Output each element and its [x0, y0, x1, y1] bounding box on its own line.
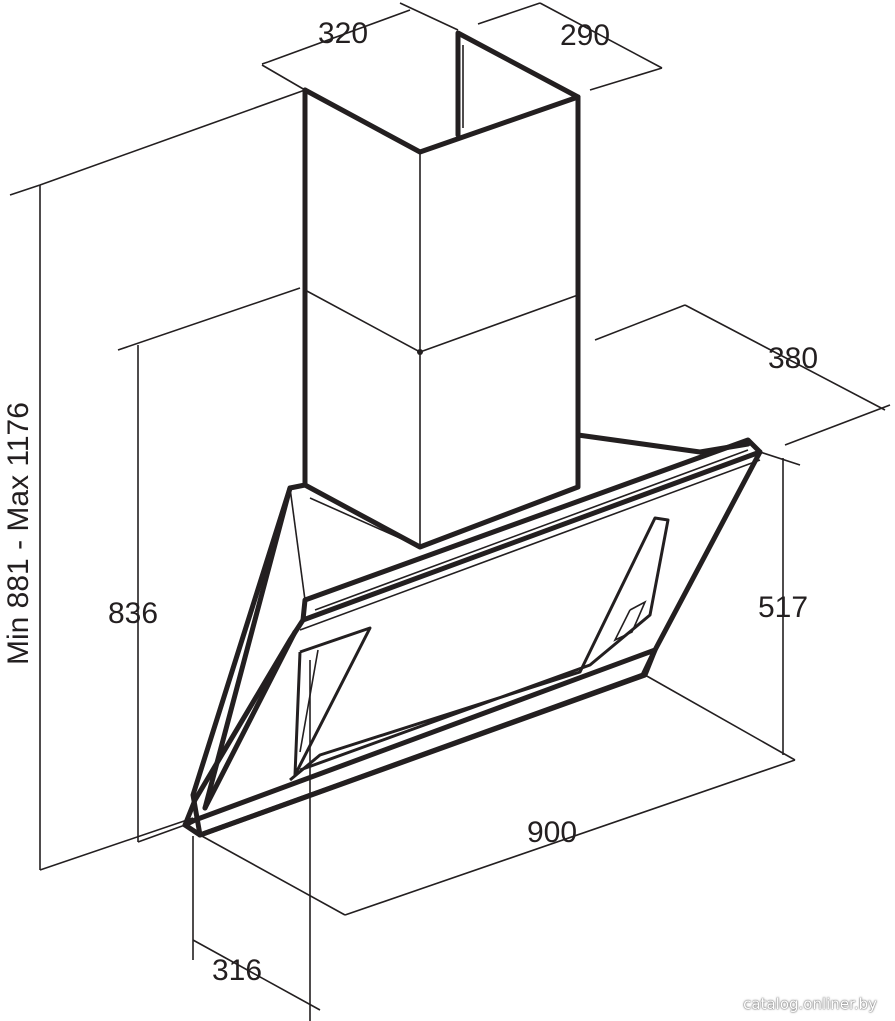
dimension-hood-depth: 380 [768, 342, 818, 375]
dimension-total-height: Min 881 - Max 1176 [2, 402, 35, 665]
hood-body [182, 432, 763, 1021]
dimension-bottom-depth: 316 [212, 954, 262, 987]
dimension-lines [9, 2, 891, 1011]
dimension-panel-height: 517 [758, 591, 808, 624]
dimension-chimney-depth: 290 [560, 19, 610, 52]
watermark: catalog.onliner.by [743, 995, 877, 1013]
dimension-chimney-width: 320 [318, 17, 368, 50]
chimney-cover [302, 30, 581, 550]
dimension-width: 900 [527, 816, 577, 849]
dimension-hood-height: 836 [108, 597, 158, 630]
